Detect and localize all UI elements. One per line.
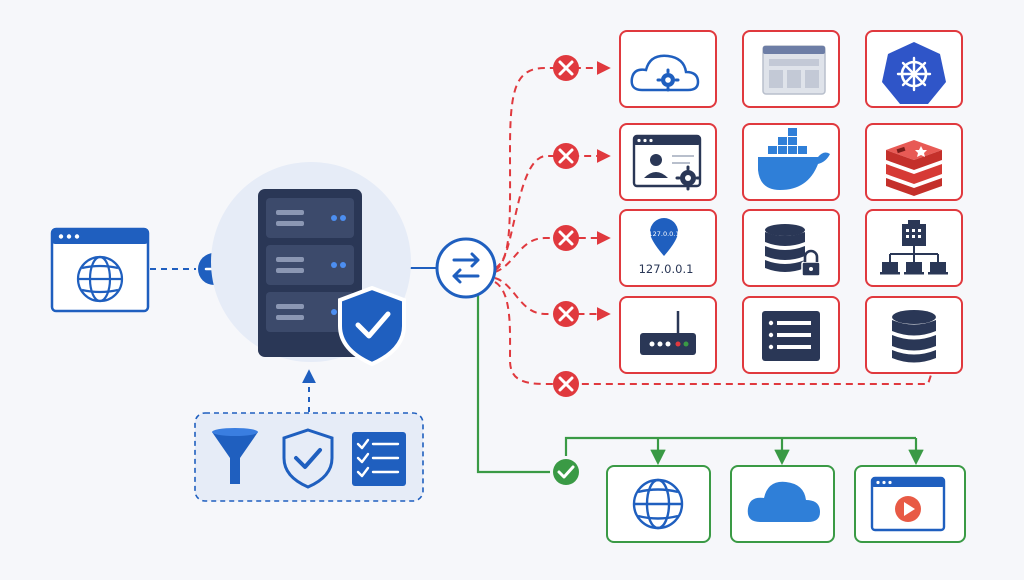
admin-user-settings-icon <box>632 134 702 191</box>
swap-arrows-icon <box>435 237 497 299</box>
localhost-pin-icon: 127.0.0.1 127.0.0.1 <box>639 218 694 276</box>
blocked-tile <box>742 209 840 287</box>
blocked-route-2 <box>494 149 611 271</box>
kubernetes-icon <box>882 42 946 104</box>
check-circle-icon <box>553 459 579 485</box>
localhost-pin-label: 127.0.0.1 <box>648 230 679 238</box>
x-circle-icon <box>553 143 579 169</box>
cloud-gear-icon <box>630 54 700 92</box>
network-tree-icon <box>880 220 948 275</box>
blocked-route-1 <box>494 61 611 269</box>
policy-box <box>194 412 424 502</box>
database-lock-icon <box>765 224 821 277</box>
docker-whale-icon <box>758 128 830 190</box>
connectors <box>150 61 933 474</box>
x-circle-icon <box>553 225 579 251</box>
shield-check-icon <box>282 428 334 489</box>
database-icon <box>892 310 936 363</box>
shield-check-icon <box>338 285 406 367</box>
web-panel-icon <box>762 45 826 95</box>
blocked-route-5 <box>494 281 933 385</box>
router-icon <box>640 311 696 355</box>
checklist-icon <box>352 432 406 486</box>
x-circle-icon <box>553 55 579 81</box>
list-server-icon <box>762 311 820 361</box>
x-circle-icon <box>553 371 579 397</box>
x-circle-icon <box>553 301 579 327</box>
server-rack-icon <box>258 189 362 357</box>
allowed-route-bus <box>564 436 916 456</box>
browser-globe-icon <box>50 227 150 313</box>
video-player-icon <box>870 476 946 532</box>
allowed-route-trunk <box>476 294 550 474</box>
allowed-targets <box>606 465 966 543</box>
blocked-targets: 127.0.0.1 127.0.0.1 <box>619 30 963 374</box>
localhost-caption: 127.0.0.1 <box>639 262 694 276</box>
redis-stack-icon <box>886 140 942 196</box>
blocked-route-3 <box>494 231 611 273</box>
funnel-filter-icon <box>212 428 258 484</box>
blocked-route-4 <box>494 277 611 321</box>
blocked-markers <box>553 55 579 397</box>
globe-icon <box>632 478 684 530</box>
cloud-icon <box>747 481 820 522</box>
